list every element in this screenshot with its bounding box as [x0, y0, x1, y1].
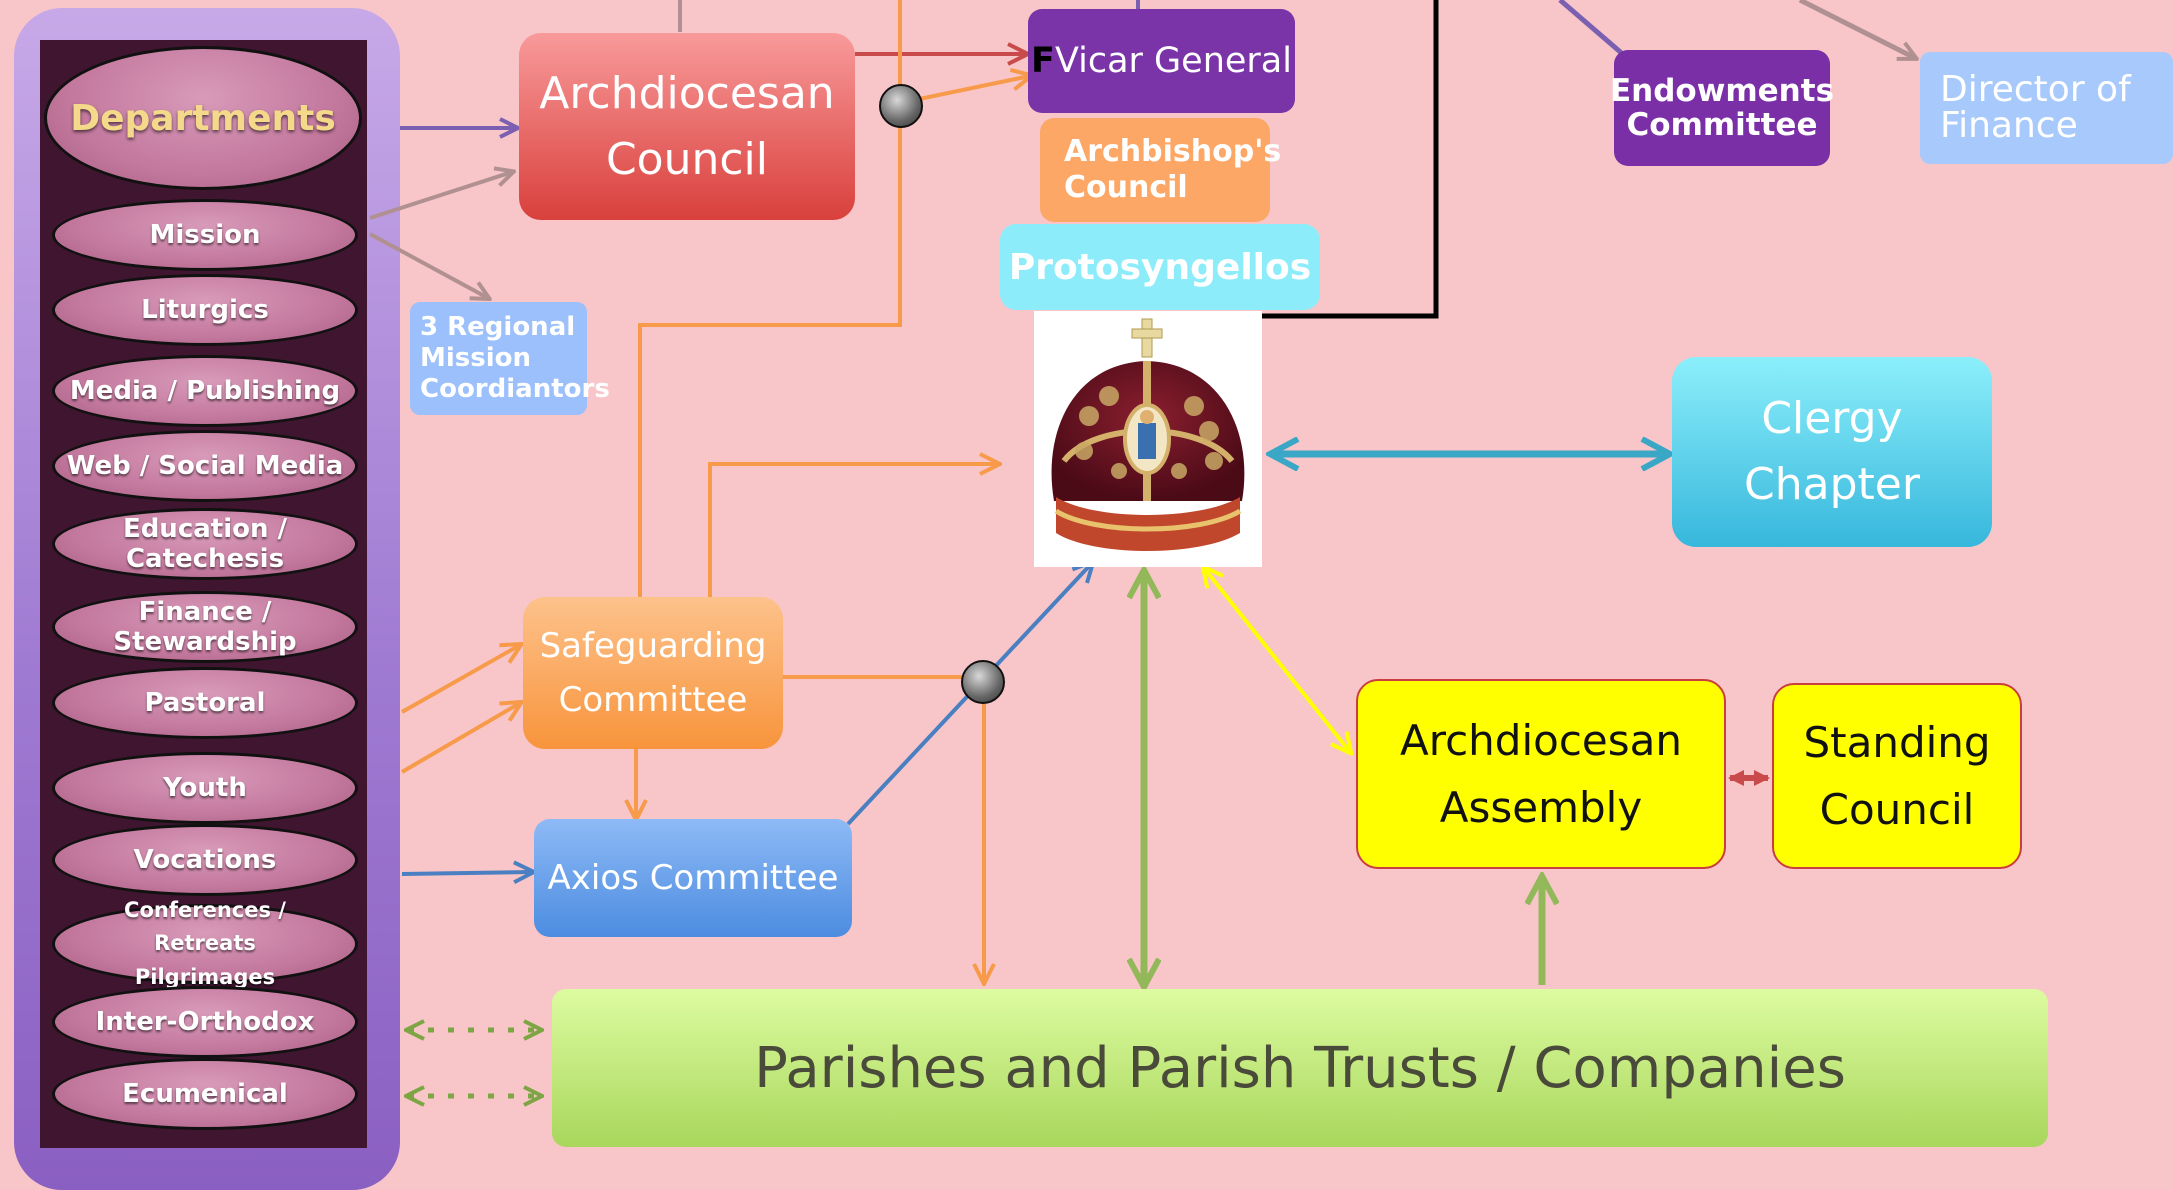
dept-finance-stewardship[interactable]: Finance / Stewardship [52, 591, 358, 663]
archdiocesan-council-line2: Council [605, 133, 769, 185]
parishes-label: Parishes and Parish Trusts / Companies [754, 1035, 1846, 1101]
archdiocesan-council-box[interactable]: Archdiocesan Council [519, 33, 855, 220]
protosyngellos-label: Protosyngellos [1008, 246, 1312, 288]
regional-line3: Coordiantors [420, 374, 610, 405]
safeguarding-committee-box[interactable]: Safeguarding Committee [523, 597, 783, 749]
vicar-general-prefix: F [1031, 41, 1055, 81]
clergy-line1: Clergy [1761, 393, 1903, 444]
regional-mission-coordinators-box[interactable]: 3 Regional Mission Coordiantors [410, 302, 610, 415]
dept-mission[interactable]: Mission [52, 199, 358, 271]
endowments-line1: Endowments [1609, 72, 1835, 109]
mitre-icon [1051, 318, 1245, 551]
safeguarding-line2: Committee [558, 680, 748, 720]
dept-web-social-media[interactable]: Web / Social Media [52, 430, 358, 502]
dept-pastoral[interactable]: Pastoral [52, 667, 358, 739]
archdiocesan-assembly-box[interactable]: Archdiocesan Assembly [1356, 679, 1726, 869]
safeguarding-line1: Safeguarding [539, 625, 767, 666]
assembly-line2: Assembly [1439, 783, 1643, 832]
endowments-committee-box[interactable]: Endowments Committee [1610, 50, 1834, 166]
axios-committee-box[interactable]: Axios Committee [534, 819, 852, 937]
director-finance-line2: Finance [1940, 105, 2078, 146]
dept-youth[interactable]: Youth [52, 752, 358, 824]
axios-label: Axios Committee [547, 858, 839, 898]
bishops-mitre-image [1034, 311, 1262, 567]
junction-dot [961, 660, 1005, 704]
dept-liturgics[interactable]: Liturgics [52, 274, 358, 346]
standing-council-box[interactable]: Standing Council [1772, 683, 2022, 869]
assembly-line1: Archdiocesan [1400, 715, 1682, 765]
dept-media-publishing[interactable]: Media / Publishing [52, 355, 358, 427]
parishes-box[interactable]: Parishes and Parish Trusts / Companies [552, 989, 2048, 1147]
junction-dot [879, 84, 923, 128]
clergy-chapter-box[interactable]: Clergy Chapter [1672, 357, 1992, 547]
dept-education-catechesis[interactable]: Education / Catechesis [52, 508, 358, 580]
archbishops-council-box[interactable]: Archbishop's Council [1040, 118, 1281, 222]
dept-vocations[interactable]: Vocations [52, 824, 358, 896]
clergy-line2: Chapter [1744, 459, 1920, 510]
archdiocesan-council-line1: Archdiocesan [539, 67, 835, 119]
protosyngellos-box[interactable]: Protosyngellos [1000, 224, 1320, 310]
regional-line1: 3 Regional [420, 311, 576, 342]
dept-inter-orthodox[interactable]: Inter-Orthodox [52, 986, 358, 1058]
dept-ecumenical[interactable]: Ecumenical [52, 1058, 358, 1130]
endowments-line2: Committee [1626, 107, 1818, 143]
archbishops-council-line1: Archbishop's [1064, 134, 1282, 169]
director-of-finance-box[interactable]: Director of Finance [1920, 52, 2173, 164]
director-finance-line1: Director of [1940, 69, 2131, 110]
standing-line2: Council [1819, 785, 1975, 834]
departments-header[interactable]: Departments [44, 46, 362, 190]
archbishops-council-line2: Council [1064, 170, 1188, 205]
standing-line1: Standing [1803, 717, 1991, 767]
vicar-general-label: Vicar General [1054, 41, 1292, 81]
regional-line2: Mission [420, 342, 532, 373]
